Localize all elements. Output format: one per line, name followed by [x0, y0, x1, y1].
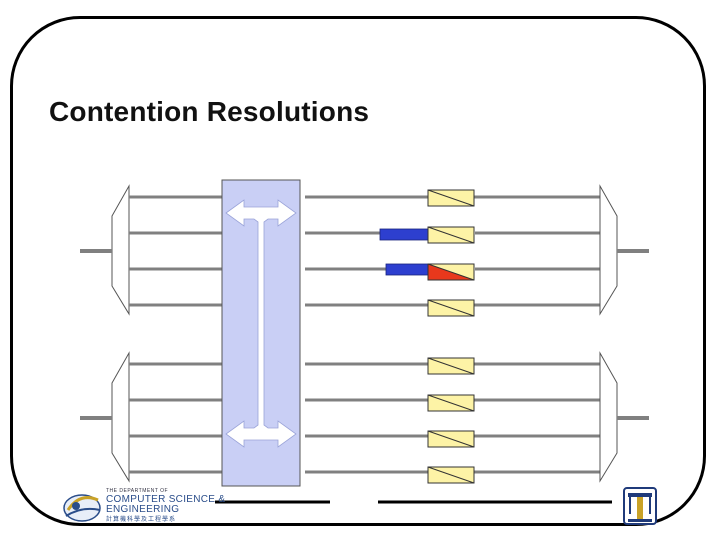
engineering-label: ENGINEERING: [106, 504, 180, 515]
right-mux-top: [599, 184, 618, 316]
right-mux-bottom: [599, 351, 618, 483]
department-line: THE DEPARTMENT OF: [106, 488, 169, 494]
buffer-4: [427, 299, 475, 317]
department-emblem-icon: [63, 494, 101, 522]
left-demux-bottom: [111, 351, 130, 483]
computer-science-label: COMPUTER SCIENCE &: [106, 494, 226, 505]
crossbar-arrows: [225, 199, 297, 448]
packet-wavelength-2: [379, 228, 429, 241]
input-wavelength-lines: [129, 195, 222, 474]
buffer-1: [427, 189, 475, 207]
chinese-department-name: 計算機科學及工程學系: [106, 517, 177, 523]
buffer-3-contention: [427, 263, 475, 281]
buffer-2: [427, 226, 475, 244]
department-name: THE DEPARTMENT OF COMPUTER SCIENCE & ENG…: [106, 486, 226, 524]
packet-wavelength-3: [385, 263, 429, 276]
slide-frame: [10, 16, 706, 526]
left-demux-top: [111, 184, 130, 316]
department-logo: THE DEPARTMENT OF COMPUTER SCIENCE & ENG…: [62, 486, 232, 526]
buffer-8: [427, 466, 475, 484]
slide-title: Contention Resolutions: [49, 96, 370, 127]
university-logo-icon: [623, 487, 657, 525]
buffer-5: [427, 357, 475, 375]
buffer-7: [427, 430, 475, 448]
buffer-6: [427, 394, 475, 412]
